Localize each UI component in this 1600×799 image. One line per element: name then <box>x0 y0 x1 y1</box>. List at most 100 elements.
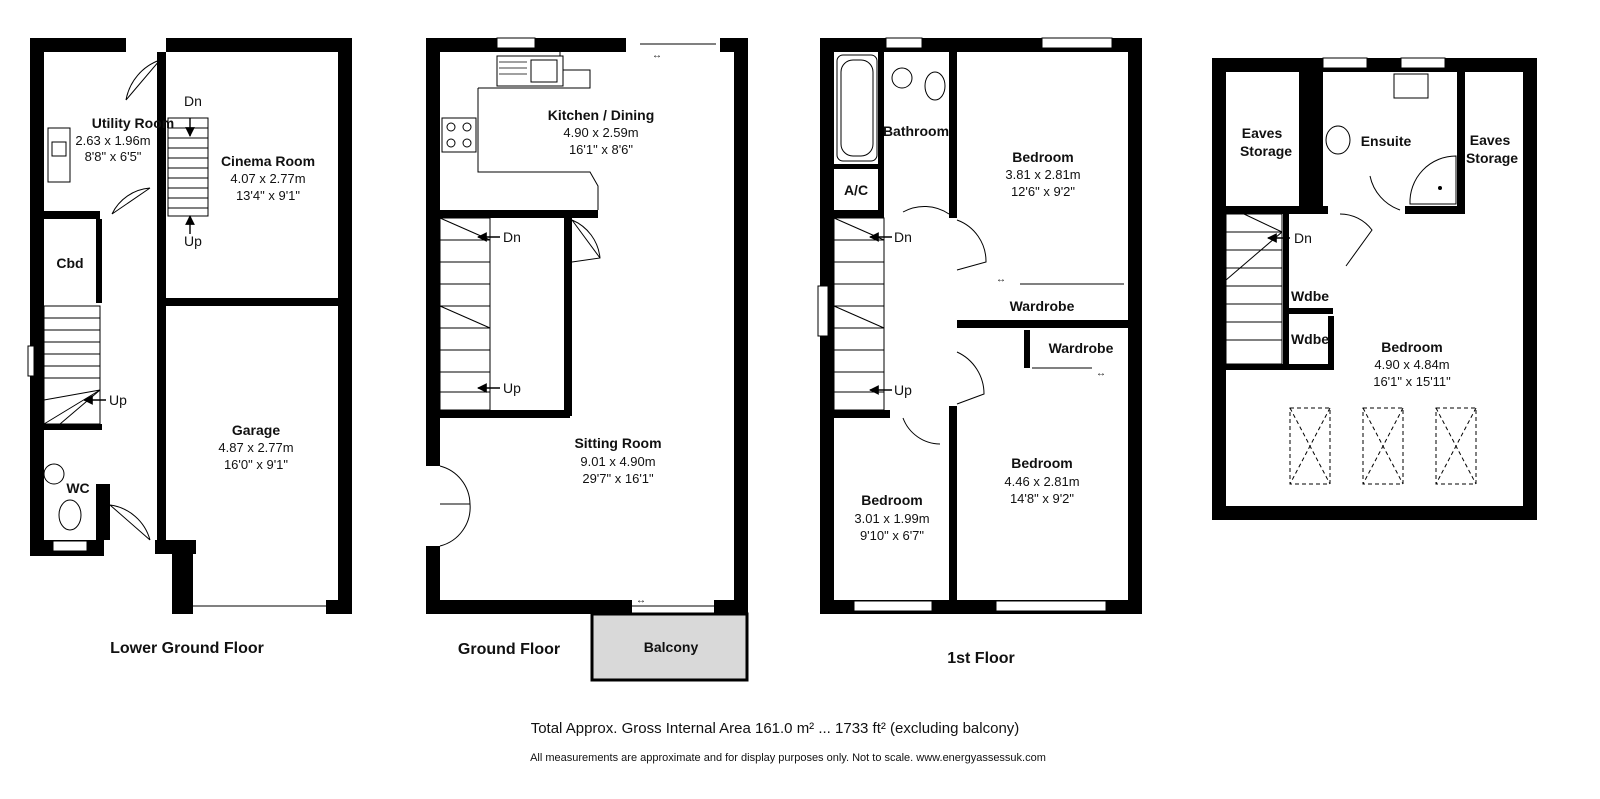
garage-imperial: 16'0" x 9'1" <box>224 457 288 472</box>
door-swing-icon <box>125 58 162 101</box>
basin-icon <box>1393 73 1429 99</box>
eaves-storage-label: Eaves <box>1470 132 1511 148</box>
stairs-up-label: Up <box>894 382 912 398</box>
ground-floor-plan: ↔ ↔ Kitchen / Dining 4.90 x 2.59m 16'1" … <box>426 37 749 682</box>
wardrobe-label: Wardrobe <box>1049 340 1114 356</box>
eaves-storage-label: Eaves <box>1242 125 1283 141</box>
skylight-icons <box>1289 407 1477 485</box>
door-swing-icon <box>571 219 601 263</box>
balcony-label: Balcony <box>644 639 699 655</box>
slide-arrow-icon: ↔ <box>1096 368 1106 379</box>
door-swing-icon <box>902 205 987 271</box>
utility-room-metric: 2.63 x 1.96m <box>75 133 150 148</box>
utility-room-label: Utility Room <box>92 115 174 131</box>
cinema-room-metric: 4.07 x 2.77m <box>230 171 305 186</box>
toilet-icon <box>58 499 82 531</box>
ensuite-label: Ensuite <box>1361 133 1412 149</box>
door-swing-icon <box>1339 213 1373 267</box>
sitting-room-metric: 9.01 x 4.90m <box>580 454 655 469</box>
basin-icon <box>891 67 913 89</box>
cinema-room-imperial: 13'4" x 9'1" <box>236 188 300 203</box>
window-icon <box>27 345 35 377</box>
bedroom-imperial: 16'1" x 15'11" <box>1373 374 1451 389</box>
slide-arrow-icon: ↔ <box>652 50 662 61</box>
stairs-up-label: Up <box>184 233 202 249</box>
first-floor-plan: ↔ ↔ Bathroom A/C Bedroom 3.81 x 2.81m 12… <box>817 37 1142 667</box>
lower-ground-walls <box>30 38 352 614</box>
window-icon <box>885 37 923 49</box>
toilet-icon <box>1325 125 1351 155</box>
lower-stairs-up-icon <box>43 305 101 425</box>
cinema-room-label: Cinema Room <box>221 153 315 169</box>
bedroom-label: Bedroom <box>1011 455 1072 471</box>
balcony-area <box>590 612 749 682</box>
stairs-dn-label: Dn <box>503 229 521 245</box>
second-floor-walls <box>1212 58 1537 520</box>
kitchen-dining-metric: 4.90 x 2.59m <box>563 125 638 140</box>
bedroom-metric: 3.81 x 2.81m <box>1005 167 1080 182</box>
window-icon <box>1400 57 1446 69</box>
second-stairs-icon <box>1225 213 1283 365</box>
door-swing-icon <box>1369 175 1401 211</box>
cupboard-label: Cbd <box>56 255 83 271</box>
bathroom-label: Bathroom <box>883 123 949 139</box>
stairs-dn-label: Dn <box>894 229 912 245</box>
lower-ground-floor-plan: Utility Room 2.63 x 1.96m 8'8" x 6'5" Ci… <box>27 38 352 657</box>
ground-floor-walls <box>426 38 748 614</box>
utility-room-imperial: 8'8" x 6'5" <box>85 149 142 164</box>
bedroom-label: Bedroom <box>1012 149 1073 165</box>
door-swing-icon <box>111 187 151 215</box>
lower-ground-floor-caption: Lower Ground Floor <box>110 640 264 657</box>
bedroom-imperial: 12'6" x 9'2" <box>1011 184 1075 199</box>
bath-icon <box>836 54 878 162</box>
bedroom-label: Bedroom <box>861 492 922 508</box>
lower-stairs-down-icon <box>167 117 209 217</box>
eaves-storage-label: Storage <box>1240 143 1292 159</box>
wardrobe-label: Wdbe <box>1291 288 1329 304</box>
window-icon <box>1322 57 1368 69</box>
sitting-room-imperial: 29'7" x 16'1" <box>582 471 654 486</box>
bedroom-imperial: 9'10" x 6'7" <box>860 528 924 543</box>
bedroom-metric: 3.01 x 1.99m <box>854 511 929 526</box>
window-icon <box>52 540 88 552</box>
window-icon <box>496 37 536 49</box>
kitchen-dining-imperial: 16'1" x 8'6" <box>569 142 633 157</box>
ground-floor-caption: Ground Floor <box>458 641 560 658</box>
stairs-up-label: Up <box>503 380 521 396</box>
second-floor-plan: Eaves Storage Eaves Storage Ensuite Dn W… <box>1212 57 1537 520</box>
first-floor-caption: 1st Floor <box>947 650 1015 667</box>
ground-stairs-icon <box>439 217 491 411</box>
bedroom-metric: 4.90 x 4.84m <box>1374 357 1449 372</box>
door-swing-icon <box>902 351 985 445</box>
eaves-storage-label: Storage <box>1466 150 1518 166</box>
wardrobe-label: Wardrobe <box>1010 298 1075 314</box>
total-area-text: Total Approx. Gross Internal Area 161.0 … <box>531 720 1020 737</box>
window-icon <box>853 600 933 612</box>
kitchen-dining-label: Kitchen / Dining <box>548 107 655 123</box>
hob-icon <box>441 117 477 153</box>
stairs-dn-label: Dn <box>184 93 202 109</box>
slide-arrow-icon: ↔ <box>996 274 1006 285</box>
french-doors-icon <box>439 465 471 547</box>
stairs-dn-label: Dn <box>1294 230 1312 246</box>
sitting-room-label: Sitting Room <box>574 435 661 451</box>
bedroom-metric: 4.46 x 2.81m <box>1004 474 1079 489</box>
window-icon <box>817 285 829 337</box>
first-stairs-icon <box>833 217 885 411</box>
door-swing-icon <box>109 504 151 541</box>
basin-icon <box>43 463 65 485</box>
shower-icon <box>1409 155 1457 205</box>
bedroom-imperial: 14'8" x 9'2" <box>1010 491 1074 506</box>
stairs-up-label: Up <box>109 392 127 408</box>
ac-label: A/C <box>844 182 868 198</box>
window-icon <box>995 600 1107 612</box>
toilet-icon <box>924 71 946 101</box>
garage-metric: 4.87 x 2.77m <box>218 440 293 455</box>
wc-label: WC <box>66 480 89 496</box>
slide-arrow-icon: ↔ <box>636 595 646 606</box>
window-icon <box>1041 37 1113 49</box>
wardrobe-label: Wdbe <box>1291 331 1329 347</box>
garage-label: Garage <box>232 422 280 438</box>
bedroom-label: Bedroom <box>1381 339 1442 355</box>
